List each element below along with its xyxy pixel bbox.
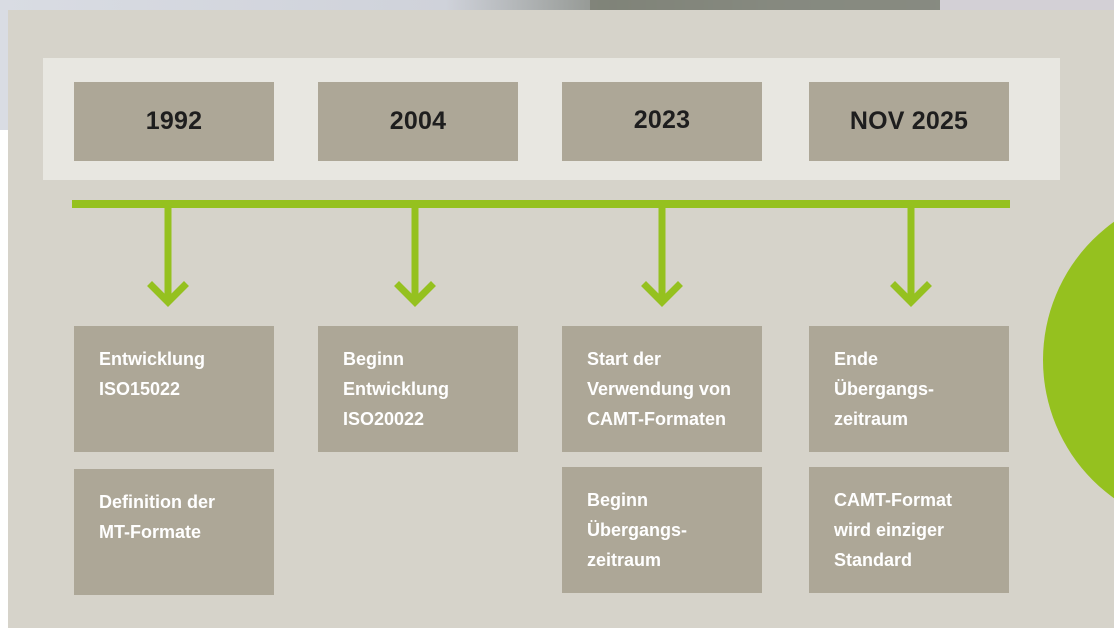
year-label-4: NOV 2025 xyxy=(849,107,969,135)
year-box-1: 1992 xyxy=(74,82,274,161)
year-box-4: NOV 2025 xyxy=(809,82,1009,161)
year-label-3: 2023 xyxy=(633,106,691,134)
event-text-1992-top: Entwicklung ISO15022 xyxy=(99,349,206,399)
event-text-2025-bottom: CAMT-Format wird einziger Standard xyxy=(834,490,952,570)
event-box-2023-bottom: Beginn Übergangs- zeitraum xyxy=(562,467,762,593)
event-text-2025-top: Ende Übergangs- zeitraum xyxy=(834,349,935,429)
event-box-2025-top: Ende Übergangs- zeitraum xyxy=(809,326,1009,452)
event-text-1992-bottom: Definition der MT-Formate xyxy=(99,492,215,542)
event-box-2025-bottom: CAMT-Format wird einziger Standard xyxy=(809,467,1009,593)
event-text-2023-top: Start der Verwendung von CAMT-Formaten xyxy=(587,349,732,429)
event-box-1992-bottom: Definition der MT-Formate xyxy=(74,469,274,595)
year-label-2: 2004 xyxy=(389,107,447,135)
arrow-down-icon-2 xyxy=(394,204,436,307)
event-box-2023-top: Start der Verwendung von CAMT-Formaten xyxy=(562,326,762,452)
event-box-1992-top: Entwicklung ISO15022 xyxy=(74,326,274,452)
arrow-down-icon-4 xyxy=(890,204,932,307)
arrow-down-icon-3 xyxy=(641,204,683,307)
event-text-2004-top: Beginn Entwicklung ISO20022 xyxy=(343,349,450,429)
year-box-2: 2004 xyxy=(318,82,518,161)
arrow-down-icon-1 xyxy=(147,204,189,307)
event-text-2023-bottom: Beginn Übergangs- zeitraum xyxy=(587,490,688,570)
year-label-1: 1992 xyxy=(145,107,203,135)
event-box-2004-top: Beginn Entwicklung ISO20022 xyxy=(318,326,518,452)
year-box-3: 2023 xyxy=(562,82,762,161)
